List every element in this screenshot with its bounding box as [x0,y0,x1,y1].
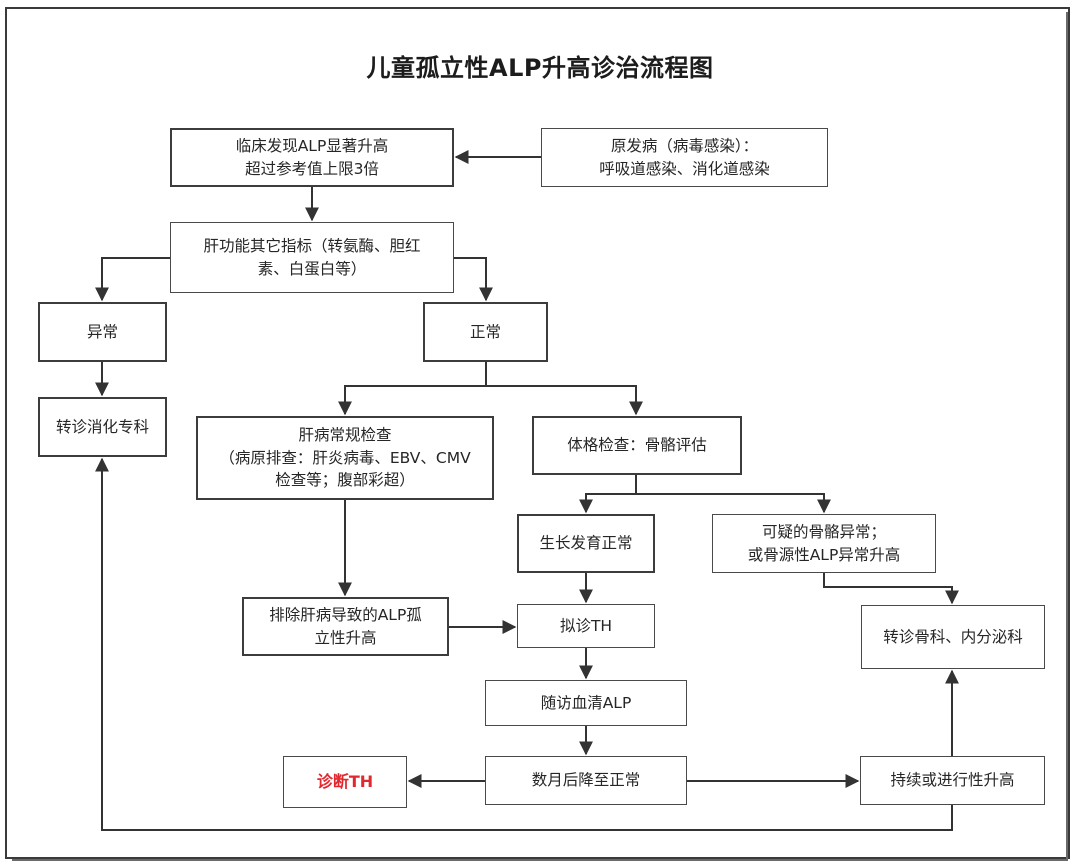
node-growth-normal-text: 生长发育正常 [539,534,633,553]
node-normal-text: 正常 [469,322,501,341]
node-clinical-finding: 临床发现ALP显著升高 超过参考值上限3倍 [170,128,454,187]
node-liver-function: 肝功能其它指标（转氨酶、胆红 素、白蛋白等） [170,222,454,293]
node-refer-ortho-endo-text: 转诊骨科、内分泌科 [883,627,1023,646]
node-refer-gi-text: 转诊消化专科 [55,417,149,436]
node-suspect-bone-text: 可疑的骨骼异常； 或骨源性ALP异常升高 [747,523,901,564]
node-normal: 正常 [423,302,548,362]
node-primary-disease: 原发病（病毒感染）： 呼吸道感染、消化道感染 [541,128,828,187]
arrow-physical-to-growth [579,475,637,514]
node-diagnose-th-text: 诊断TH [316,772,374,792]
arrow-liver-to-normal [454,257,493,302]
node-primary-disease-text: 原发病（病毒感染）： 呼吸道感染、消化道感染 [599,137,770,178]
node-physical-exam-text: 体格检查：骨骼评估 [567,436,707,455]
node-normalize-text: 数月后降至正常 [531,771,641,790]
node-abnormal: 异常 [38,302,167,362]
node-liver-routine-text: 肝病常规检查 （病原排查：肝炎病毒、EBV、CMV 检查等；腹部彩超） [219,426,471,490]
arrow-liver-to-abnormal [95,257,170,302]
node-diagnose-th: 诊断TH [283,756,407,808]
node-exclude-liver: 排除肝病导致的ALP孤 立性升高 [242,597,449,656]
node-suspect-bone: 可疑的骨骼异常； 或骨源性ALP异常升高 [712,514,936,573]
arrow-normal-to-physical-exam [486,385,643,416]
node-followup-alp: 随访血清ALP [485,680,687,726]
node-exclude-liver-text: 排除肝病导致的ALP孤 立性升高 [269,606,422,647]
node-refer-ortho-endo: 转诊骨科、内分泌科 [861,605,1045,669]
diagram-title: 儿童孤立性ALP升高诊治流程图 [366,54,714,82]
node-abnormal-text: 异常 [86,322,118,341]
node-clinical-finding-text: 临床发现ALP显著升高 超过参考值上限3倍 [235,137,389,178]
node-physical-exam: 体格检查：骨骼评估 [532,416,742,475]
arrow-suspect-to-refer-ortho [823,573,959,605]
node-normalize: 数月后降至正常 [485,756,687,805]
node-liver-function-text: 肝功能其它指标（转氨酶、胆红 素、白蛋白等） [203,237,421,278]
arrow-normal-to-liver-routine [338,362,487,416]
node-refer-gi: 转诊消化专科 [38,397,167,457]
node-growth-normal: 生长发育正常 [517,514,655,573]
node-liver-routine: 肝病常规检查 （病原排查：肝炎病毒、EBV、CMV 检查等；腹部彩超） [196,416,494,500]
node-followup-alp-text: 随访血清ALP [540,693,632,712]
node-presumptive-th-text: 拟诊TH [559,616,613,635]
arrow-physical-to-suspect [636,493,831,514]
node-persistent-text: 持续或进行性升高 [890,771,1015,790]
node-persistent: 持续或进行性升高 [860,756,1045,805]
arrow-persistent-to-refer-gi [95,457,953,831]
node-presumptive-th: 拟诊TH [517,604,655,648]
